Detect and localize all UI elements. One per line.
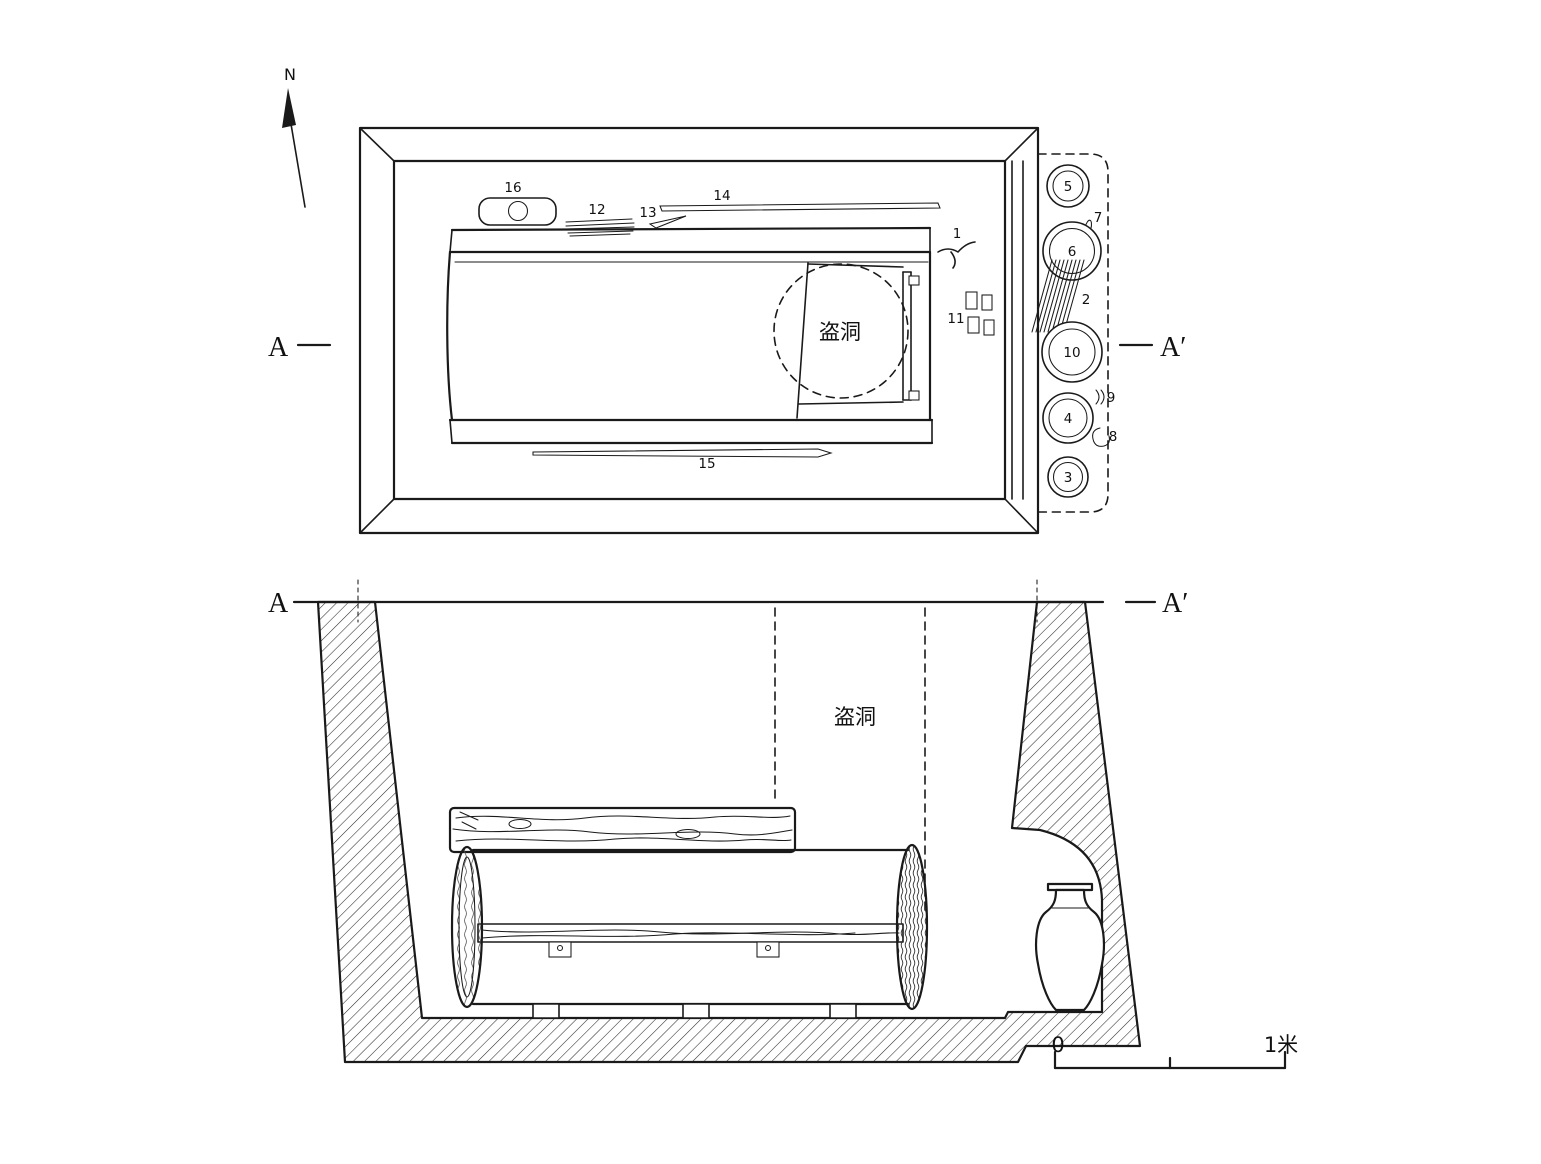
artifact-label-12: 12 (588, 202, 605, 218)
inner-coffin-left-end (796, 262, 809, 419)
artifact-15-shape (532, 448, 833, 458)
artifact-8-shape (1092, 427, 1110, 447)
pot-10: 10 (1041, 321, 1103, 383)
pot-label-4: 4 (1064, 411, 1073, 427)
artifact-14-shape (659, 202, 941, 212)
section-label-a-plan: A (268, 332, 289, 363)
side-niche-plan: 5 7 6 2 (1031, 153, 1118, 513)
artifact-13-shape (648, 215, 687, 229)
niche-pot-section (1035, 882, 1105, 1012)
niche-outline-plan (1037, 153, 1109, 513)
inner-coffin-plan (796, 262, 920, 419)
artifact-1-shape-b (950, 251, 956, 269)
artifact-9-shape (1095, 389, 1105, 405)
pot-label-5: 5 (1064, 179, 1073, 195)
plan-view: 盗洞 16 12 13 14 1 (268, 126, 1186, 535)
robber-hole-outline (773, 263, 909, 399)
outer-coffin-plan (446, 226, 934, 445)
earth-section (316, 600, 1142, 1064)
artifact-label-16: 16 (504, 180, 521, 196)
north-arrow-head (282, 88, 296, 128)
artifact-11: 11 (947, 291, 995, 336)
pot-label-6: 6 (1068, 244, 1077, 260)
inner-coffin-tenon-top (908, 275, 920, 286)
artifact-label-8: 8 (1109, 429, 1118, 445)
artifact-label-2: 2 (1082, 292, 1091, 308)
artifact-16-knob (507, 200, 529, 222)
coffin-feet (532, 1003, 857, 1019)
pot-5: 5 (1046, 164, 1090, 208)
artifact-label-13: 13 (639, 205, 656, 221)
pit-outer-edge (358, 126, 1040, 535)
north-arrow: N (282, 65, 306, 208)
scale-max-label: 1米 (1264, 1033, 1298, 1057)
north-arrow-shaft (290, 123, 306, 208)
pit-inner-edge (392, 159, 1007, 501)
section-label-a-prime-plan: A′ (1160, 332, 1186, 363)
artifact-1: 1 (937, 226, 976, 269)
coffin-end-plate-left-grain (458, 856, 476, 998)
pit-corner-se (1004, 498, 1039, 534)
pot-6: 6 (1042, 221, 1102, 281)
artifact-label-1: 1 (953, 226, 962, 242)
artifact-2: 2 (1031, 259, 1091, 333)
outer-coffin-left-edge (446, 250, 454, 422)
coffin-lid-plank (448, 806, 797, 854)
artifact-label-14: 14 (713, 188, 730, 204)
artifact-16-box (478, 197, 557, 226)
robber-hole-plan: 盗洞 (773, 263, 909, 399)
pot-3: 3 (1047, 456, 1089, 498)
artifact-12: 12 (565, 202, 635, 237)
coffin-floor-board (477, 923, 904, 943)
artifact-15: 15 (532, 448, 833, 472)
robber-hole-section: 盗洞 (774, 607, 926, 913)
section-line-plan: A A′ (268, 332, 1186, 363)
artifact-2-bundle (1031, 259, 1085, 333)
section-label-a: A (268, 588, 289, 619)
artifact-label-7: 7 (1094, 210, 1103, 226)
artifact-label-11: 11 (947, 311, 964, 327)
scale-zero-label: 0 (1051, 1033, 1064, 1057)
artifact-13: 13 (639, 205, 687, 229)
artifact-8: 8 (1092, 427, 1118, 447)
artifact-label-15: 15 (698, 456, 715, 472)
board-support-blocks (548, 941, 780, 958)
scale-bar: 0 1米 (1051, 1033, 1298, 1070)
coffin-section (448, 806, 929, 1019)
pit-corner-nw (359, 127, 395, 162)
robber-hole-label-plan: 盗洞 (819, 320, 861, 344)
pot-label-10: 10 (1063, 345, 1080, 361)
artifact-14: 14 (659, 188, 941, 212)
pit-outline-plan (358, 126, 1040, 535)
north-label: N (284, 65, 296, 84)
pit-corner-sw (359, 498, 395, 534)
section-label-a-prime: A′ (1162, 588, 1188, 619)
artifact-label-9: 9 (1107, 390, 1116, 406)
inner-coffin-tenon-bottom (908, 390, 920, 401)
pit-corner-ne (1004, 127, 1039, 162)
artifact-16: 16 (478, 180, 557, 226)
pot-body (1035, 888, 1105, 1012)
pot-4: 4 (1042, 392, 1094, 444)
robber-hole-label-section: 盗洞 (834, 705, 876, 729)
coffin-end-plate-left (450, 845, 484, 1009)
artifact-9: 9 (1095, 389, 1116, 406)
coffin-end-plate-right (895, 843, 929, 1011)
pot-label-3: 3 (1064, 470, 1073, 486)
section-view: A A′ 盗洞 (268, 579, 1188, 1064)
artifact-1-shape-a (937, 241, 976, 253)
